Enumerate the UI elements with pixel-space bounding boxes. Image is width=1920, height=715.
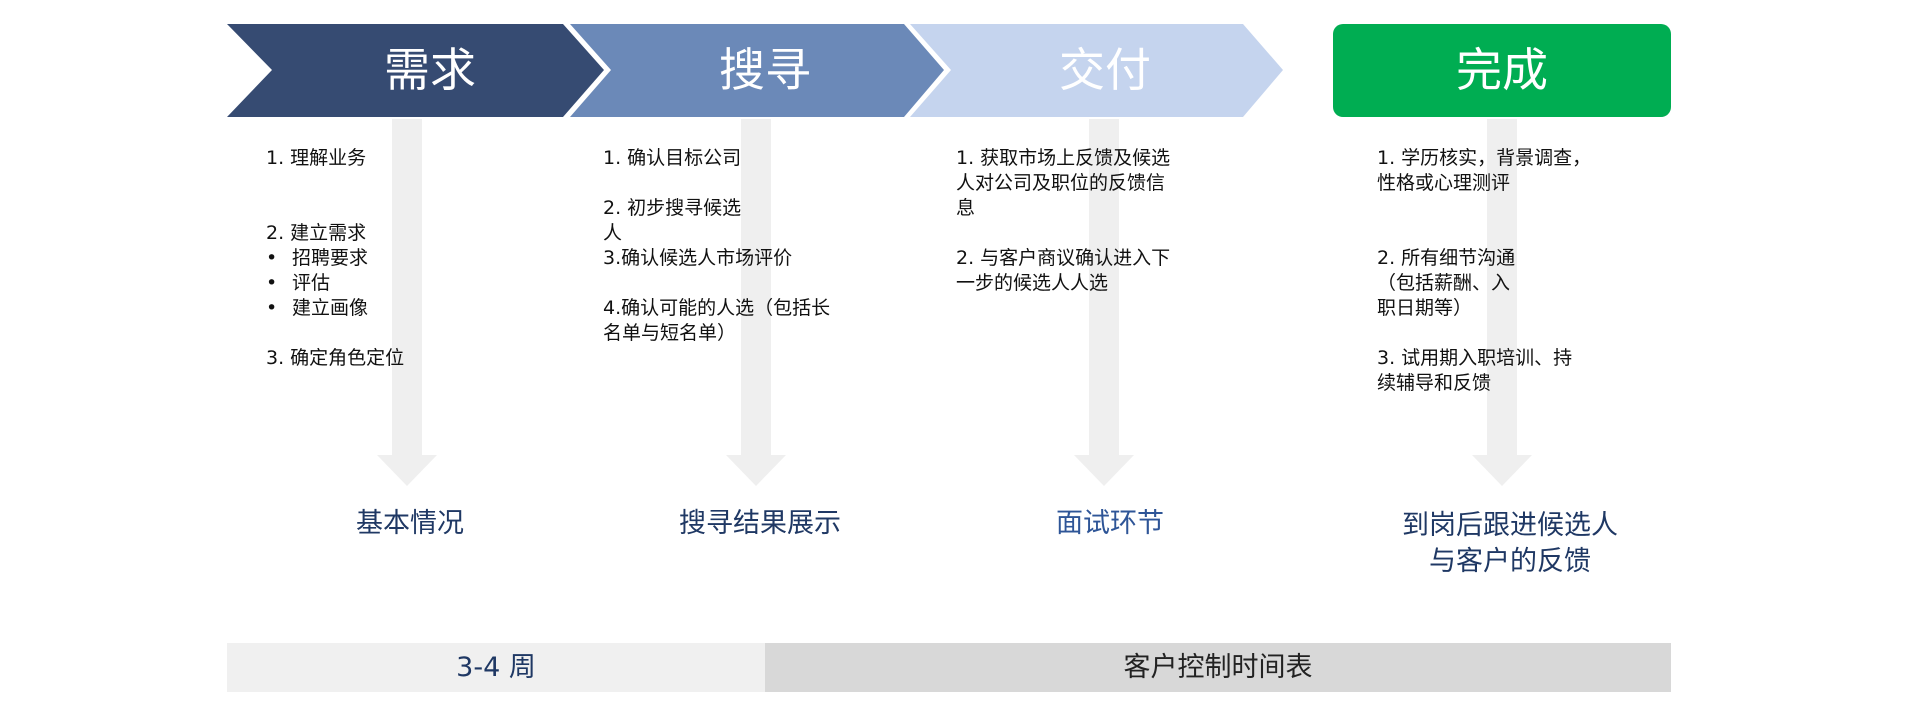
result-search-display: 搜寻结果展示 xyxy=(679,508,841,539)
step-item: 1. 确认目标公司 xyxy=(603,147,742,169)
stage-chevron-demand xyxy=(227,24,604,117)
step-item: 2. 与客户商议确认进入下 一步的候选人人选 xyxy=(956,247,1171,294)
spacer xyxy=(603,171,903,196)
timeline-weeks: 3-4 周 xyxy=(227,643,765,692)
result-basic-info: 基本情况 xyxy=(356,508,464,539)
column-demand: 1. 理解业务 2. 建立需求 • 招聘要求 • 评估 • 建立画像 3. 确定角色定位 xyxy=(266,146,566,371)
step-item: 2. 初步搜寻候选 人 xyxy=(603,197,742,244)
step-item: 1. 获取市场上反馈及候选 人对公司及职位的反馈信 息 xyxy=(956,147,1171,219)
down-arrow-icon xyxy=(726,119,786,486)
timeline-client-label: 客户控制时间表 xyxy=(1123,652,1313,683)
down-arrow-icon xyxy=(1472,119,1532,486)
stage-label-delivery: 交付 xyxy=(1059,43,1151,97)
bullet-text: 招聘要求 xyxy=(292,247,369,269)
result-interview: 面试环节 xyxy=(1056,508,1164,539)
bullet-icon: • xyxy=(266,247,278,269)
down-arrow-icon xyxy=(1074,119,1134,486)
stage-chevron-delivery xyxy=(910,24,1283,117)
timeline-weeks-label: 3-4 周 xyxy=(456,652,536,683)
spacer xyxy=(266,171,566,196)
bullet-item: • 建立画像 xyxy=(266,296,566,321)
column-complete: 1. 学历核实，背景调查， 性格或心理测评 2. 所有细节沟通 （包括薪酬、入 职… xyxy=(1377,146,1637,396)
bullet-icon: • xyxy=(266,297,278,319)
step-item: 1. 理解业务 xyxy=(266,147,367,169)
bullet-icon: • xyxy=(266,272,278,294)
step-item: 3. 试用期入职培训、持 续辅导和反馈 xyxy=(1377,347,1573,394)
step-item: 3.确认候选人市场评价 xyxy=(603,247,793,269)
spacer xyxy=(603,271,903,296)
spacer xyxy=(1377,321,1637,346)
stage-label-search: 搜寻 xyxy=(719,43,811,97)
stage-label-demand: 需求 xyxy=(384,43,476,97)
stage-box-complete xyxy=(1333,24,1671,117)
bullet-item: • 招聘要求 xyxy=(266,246,566,271)
bullet-text: 评估 xyxy=(292,272,331,294)
spacer xyxy=(1377,196,1637,221)
stage-label-complete: 完成 xyxy=(1456,43,1548,97)
spacer xyxy=(956,221,1216,246)
step-item: 4.确认可能的人选（包括长 名单与短名单） xyxy=(603,297,831,344)
bullet-text: 建立画像 xyxy=(292,297,369,319)
down-arrow-icon xyxy=(377,119,437,486)
spacer xyxy=(266,196,566,221)
stage-chevron-search xyxy=(570,24,944,117)
spacer xyxy=(1377,221,1637,246)
spacer xyxy=(266,321,566,346)
step-item: 3. 确定角色定位 xyxy=(266,347,405,369)
step-item: 1. 学历核实，背景调查， 性格或心理测评 xyxy=(1377,147,1592,194)
bullet-item: • 评估 xyxy=(266,271,566,296)
step-item: 2. 建立需求 xyxy=(266,222,367,244)
step-item: 2. 所有细节沟通 （包括薪酬、入 职日期等） xyxy=(1377,247,1516,319)
result-followup: 到岗后跟进候选人 与客户的反馈 xyxy=(1402,510,1618,577)
timeline-client-controlled: 客户控制时间表 xyxy=(765,643,1671,692)
column-search: 1. 确认目标公司 2. 初步搜寻候选 人 3.确认候选人市场评价 4.确认可能的人选… xyxy=(603,146,903,346)
column-delivery: 1. 获取市场上反馈及候选 人对公司及职位的反馈信 息 2. 与客户商议确认进入下… xyxy=(956,146,1216,296)
